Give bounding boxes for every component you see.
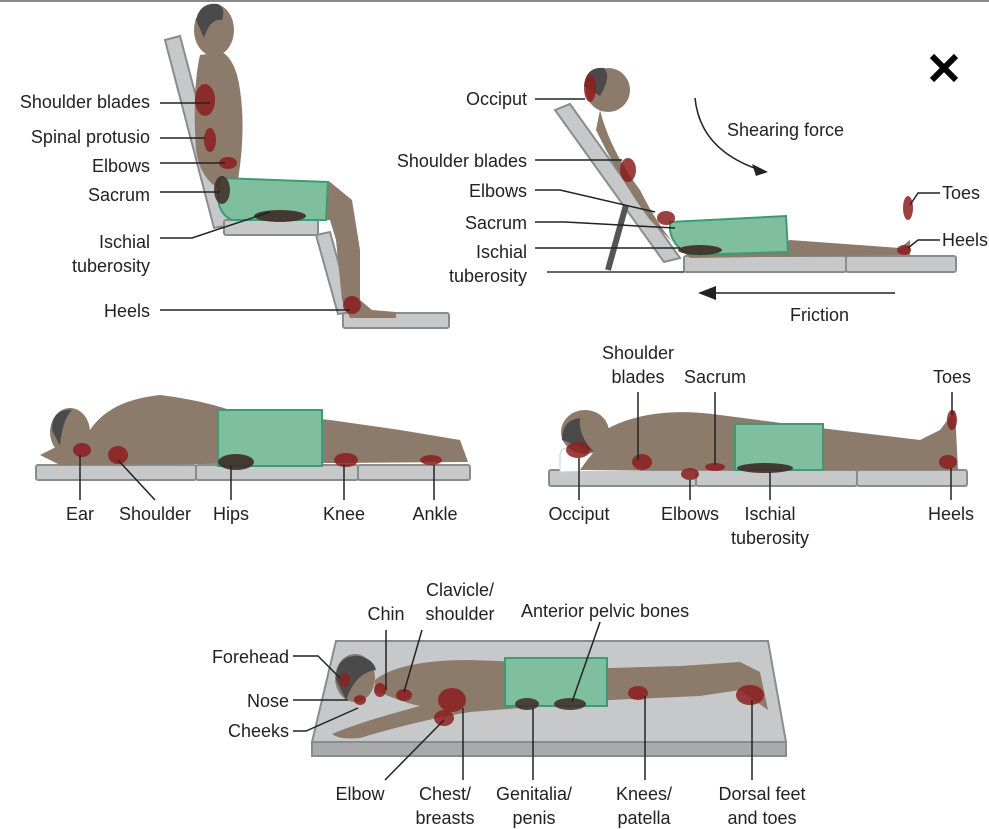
label-prone-genitalia: Genitalia/ [495,784,573,804]
label-sitting-heels: Heels [103,301,150,321]
label-fowler-tuberosity: tuberosity [448,266,527,286]
label-sitting-shoulder-blades: Shoulder blades [19,92,150,112]
label-side-knee: Knee [322,504,366,524]
label-prone-patella: patella [617,808,671,828]
friction-label: Friction [790,305,850,325]
label-supine-blades: blades [611,367,665,387]
label-prone-anterior-pelvic-bones: Anterior pelvic bones [521,601,690,621]
label-prone-forehead: Forehead [211,647,289,667]
label-fowler-heels: Heels [942,230,989,250]
label-supine-tuberosity: tuberosity [730,528,810,548]
label-side-ankle: Ankle [412,504,458,524]
side-lying-figure [35,395,471,501]
label-prone-chest: Chest/ [418,784,472,804]
label-side-ear: Ear [65,504,94,524]
label-fowler-toes: Toes [942,183,981,203]
label-fowler-sacrum: Sacrum [464,213,527,233]
label-fowler-ischial: Ischial [475,242,527,262]
label-prone-elbow: Elbow [335,784,385,804]
supine-figure [548,392,968,500]
prone-figure [293,621,788,781]
shearing-force-label: Shearing force [727,120,845,140]
label-prone-and-toes: and toes [727,808,797,828]
label-supine-ischial: Ischial [744,504,796,524]
label-sitting-elbows: Elbows [91,156,150,176]
label-sitting-spinal-protrusion: Spinal protusio [30,127,150,147]
label-prone-knees: Knees/ [615,784,673,804]
window-top-border [0,0,989,2]
label-fowler-occiput: Occiput [465,89,527,109]
label-prone-breasts: breasts [415,808,475,828]
label-supine-occiput: Occiput [548,504,610,524]
label-sitting-sacrum: Sacrum [87,185,150,205]
label-sitting-ischial: Ischial [98,232,150,252]
label-prone-penis: penis [512,808,556,828]
label-supine-toes: Toes [932,367,972,387]
label-prone-dorsal-feet: Dorsal feet [718,784,806,804]
label-supine-sacrum: Sacrum [683,367,746,387]
label-supine-elbows: Elbows [660,504,720,524]
label-fowler-elbows: Elbows [468,181,527,201]
label-fowler-shoulder-blades: Shoulder blades [396,151,527,171]
close-button[interactable] [926,50,962,86]
label-prone-cheeks: Cheeks [227,721,289,741]
semi-fowler-figure [535,67,957,300]
sitting-figure [160,3,450,329]
label-supine-shoulder: Shoulder [601,343,675,363]
label-sitting-tuberosity: tuberosity [71,256,150,276]
label-prone-nose: Nose [246,691,289,711]
label-side-hips: Hips [212,504,249,524]
label-side-shoulder: Shoulder [118,504,192,524]
close-x-icon [929,53,959,83]
label-supine-heels: Heels [927,504,975,524]
label-prone-chin: Chin [367,604,405,624]
label-prone-clavicle: Clavicle/ [425,580,495,600]
label-prone-shoulder: shoulder [425,604,495,624]
